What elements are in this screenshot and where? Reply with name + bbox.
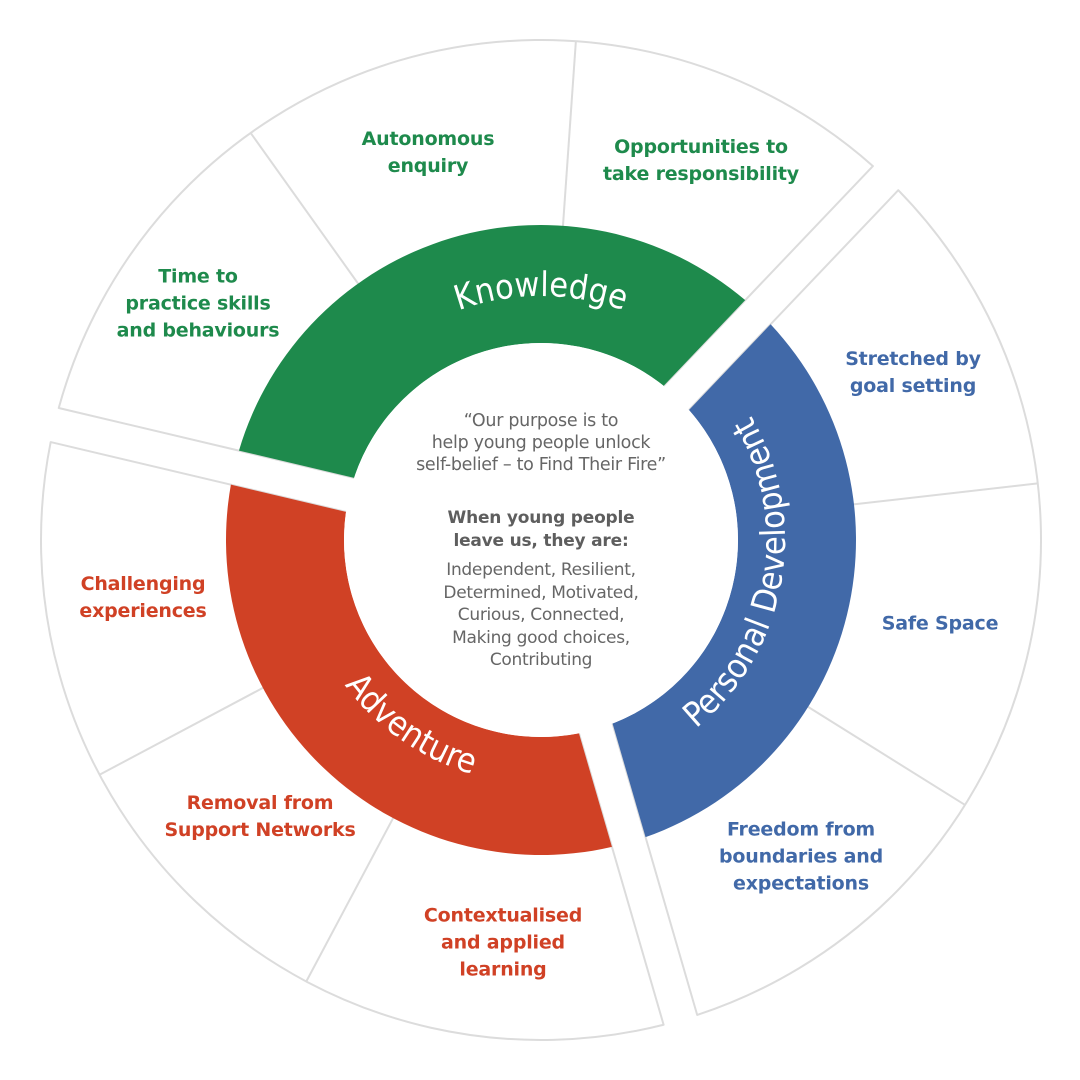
outcomes-heading-line: leave us, they are: (453, 531, 629, 551)
pillar-band-adventure (226, 484, 612, 856)
segment-label-line: Removal from (186, 792, 334, 814)
segment-label-freedom-boundaries: Freedom from boundaries and expectations (719, 817, 883, 898)
segment-label-line: expectations (733, 872, 869, 895)
pillar-band-knowledge (238, 224, 746, 478)
traits-line: Curious, Connected, (457, 605, 625, 625)
purpose-line: “Our purpose is to (463, 411, 619, 431)
segment-label-removal-support: Removal from Support Networks (164, 790, 355, 844)
segment-dividers (99, 41, 1038, 982)
segment-label-line: goal setting (849, 375, 977, 397)
traits-line: Independent, Resilient, (446, 560, 636, 580)
outcome-traits: Independent, Resilient, Determined, Moti… (443, 559, 638, 672)
segment-label-line: and applied (441, 931, 565, 954)
segment-label-line: Autonomous (361, 128, 495, 150)
segment-label-practice-skills: Time to practice skills and behaviours (117, 264, 280, 345)
segment-label-goal-setting: Stretched by goal setting (845, 346, 981, 400)
segment-divider (561, 41, 577, 231)
segment-label-line: boundaries and (719, 845, 883, 868)
segment-label-line: experiences (79, 600, 207, 622)
segment-label-line: learning (459, 958, 547, 981)
segment-divider (848, 482, 1038, 506)
segment-divider (305, 813, 397, 982)
traits-line: Making good choices, (452, 627, 630, 648)
segment-label-opportunities-responsibility: Opportunities to take responsibility (603, 134, 799, 188)
outcomes-heading: When young people leave us, they are: (448, 507, 635, 553)
segment-label-line: Safe Space (881, 612, 999, 635)
pillar-band-personal-development (612, 324, 857, 838)
segment-label-challenging-experiences: Challenging experiences (79, 571, 206, 625)
segment-label-line: Time to (158, 265, 238, 288)
segment-label-line: Freedom from (726, 818, 876, 841)
center-disc (344, 343, 738, 737)
segment-label-safe-space: Safe Space (882, 611, 999, 638)
purpose-line: help young people unlock (431, 433, 651, 453)
segment-label-contextualised-learning: Contextualised and applied learning (424, 903, 582, 984)
segment-label-line: Opportunities to (614, 136, 788, 158)
traits-line: Contributing (489, 650, 593, 670)
segment-label-line: Contextualised (423, 904, 583, 927)
segment-label-line: take responsibility (603, 163, 799, 185)
segment-label-line: enquiry (387, 155, 469, 177)
segment-divider (249, 132, 362, 289)
segment-label-line: and behaviours (116, 319, 280, 342)
segment-label-line: practice skills (125, 292, 271, 315)
purpose-quote: “Our purpose is to help young people unl… (416, 410, 666, 476)
purpose-line: self-belief – to Find Their Fire” (416, 455, 666, 475)
segment-divider (99, 684, 268, 776)
segment-label-line: Stretched by (845, 348, 981, 370)
segment-label-autonomous-enquiry: Autonomous enquiry (362, 126, 495, 180)
segment-label-line: Support Networks (164, 819, 356, 841)
pillar-bands (226, 224, 857, 856)
segment-divider (803, 703, 966, 806)
outcomes-heading-line: When young people (447, 508, 635, 528)
segment-label-line: Challenging (80, 573, 206, 595)
traits-line: Determined, Motivated, (443, 582, 639, 603)
